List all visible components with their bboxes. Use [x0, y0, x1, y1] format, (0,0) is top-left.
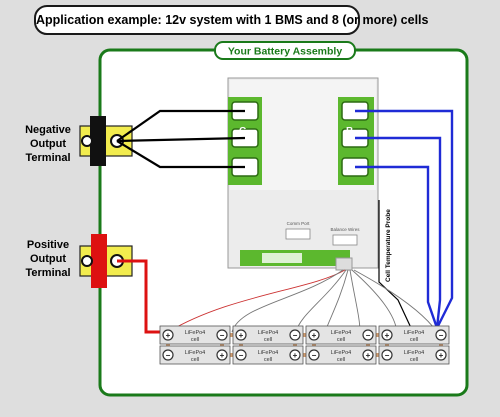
cell-terminal-left [162, 349, 174, 361]
negative-terminal-label-line3: Terminal [25, 152, 70, 164]
cell-body [305, 345, 377, 365]
cell-sign-left: − [239, 351, 244, 360]
cell-body [159, 345, 231, 365]
cell-terminal-right [289, 349, 301, 361]
cell-body [232, 345, 304, 365]
positive-wire [117, 259, 168, 334]
cell-terminal-left [235, 329, 247, 341]
balance-wires-label: Balance Wires [330, 227, 360, 232]
cell-terminal-right [289, 329, 301, 341]
cell-sign-right: + [220, 351, 225, 360]
bms-board: C- B- Comm Port Balance Wires [227, 77, 379, 271]
c-minus-label: C- [239, 126, 250, 137]
diagram-title: Application example: 12v system with 1 B… [34, 5, 428, 35]
cell-label-line1: LiFePo4 [185, 350, 206, 356]
cell-label-line2: cell [191, 337, 199, 343]
cell-body [159, 325, 231, 345]
negative-output-terminal [79, 116, 133, 166]
cell-sign-left: − [385, 351, 390, 360]
negative-wires [116, 109, 246, 169]
cell-label-line1: LiFePo4 [258, 350, 279, 356]
cell-terminal-left [381, 349, 393, 361]
cell-sign-left: + [385, 331, 390, 340]
cell-pack: +−LiFePo4cell+−LiFePo4cell+−LiFePo4cell+… [159, 325, 450, 365]
cell-terminal-right [362, 329, 374, 341]
cell-terminal-right [435, 329, 447, 341]
cell-terminal-left [235, 349, 247, 361]
cell-label-line2: cell [264, 357, 272, 363]
assembly-label: Your Battery Assembly [228, 46, 343, 58]
cell-terminal-left [162, 329, 174, 341]
cell-label-line1: LiFePo4 [185, 330, 206, 336]
cell-sign-left: + [312, 331, 317, 340]
cell-sign-left: + [239, 331, 244, 340]
cell-body [378, 325, 450, 345]
negative-terminal-label-line2: Output [30, 138, 66, 150]
negative-terminal-label-line1: Negative [25, 124, 71, 136]
cell-label-line1: LiFePo4 [331, 330, 352, 336]
comm-port-label: Comm Port [287, 221, 311, 226]
cell-sign-right: + [293, 351, 298, 360]
balance-port-connector [332, 234, 358, 246]
cell-label-line1: LiFePo4 [331, 350, 352, 356]
cell-terminal-right [362, 349, 374, 361]
cell-sign-left: + [166, 331, 171, 340]
cell-label-line2: cell [337, 337, 345, 343]
b-minus-label: B- [346, 126, 357, 137]
cell-terminal-left [308, 349, 320, 361]
cell-label-line2: cell [191, 357, 199, 363]
positive-terminal-label-line3: Terminal [25, 267, 70, 279]
cell-sign-right: + [366, 351, 371, 360]
cell-terminal-right [435, 349, 447, 361]
cell-label-line2: cell [337, 357, 345, 363]
b-minus-wires [355, 109, 454, 329]
cell-label-line2: cell [410, 357, 418, 363]
comm-port-connector [285, 228, 311, 240]
temperature-probe: Cell Temperature Probe [378, 200, 413, 331]
positive-terminal-label-line1: Positive [27, 239, 69, 251]
cell-label-line1: LiFePo4 [404, 350, 425, 356]
cell-label-line2: cell [264, 337, 272, 343]
cell-label-line2: cell [410, 337, 418, 343]
cell-sign-left: − [166, 351, 171, 360]
temperature-probe-label: Cell Temperature Probe [385, 209, 392, 282]
cell-terminal-left [308, 329, 320, 341]
cell-sign-right: − [293, 331, 298, 340]
cell-sign-right: − [439, 331, 444, 340]
assembly-label-box [214, 41, 356, 60]
cell-body [232, 325, 304, 345]
cell-terminal-right [216, 329, 228, 341]
positive-terminal-label-line2: Output [30, 253, 66, 265]
cell-label-line1: LiFePo4 [258, 330, 279, 336]
cell-body [305, 325, 377, 345]
cell-sign-right: − [366, 331, 371, 340]
cell-sign-right: − [220, 331, 225, 340]
cell-terminal-left [381, 329, 393, 341]
cell-terminal-right [216, 349, 228, 361]
cell-body [378, 345, 450, 365]
cell-sign-left: − [312, 351, 317, 360]
cell-label-line1: LiFePo4 [404, 330, 425, 336]
cell-sign-right: + [439, 351, 444, 360]
